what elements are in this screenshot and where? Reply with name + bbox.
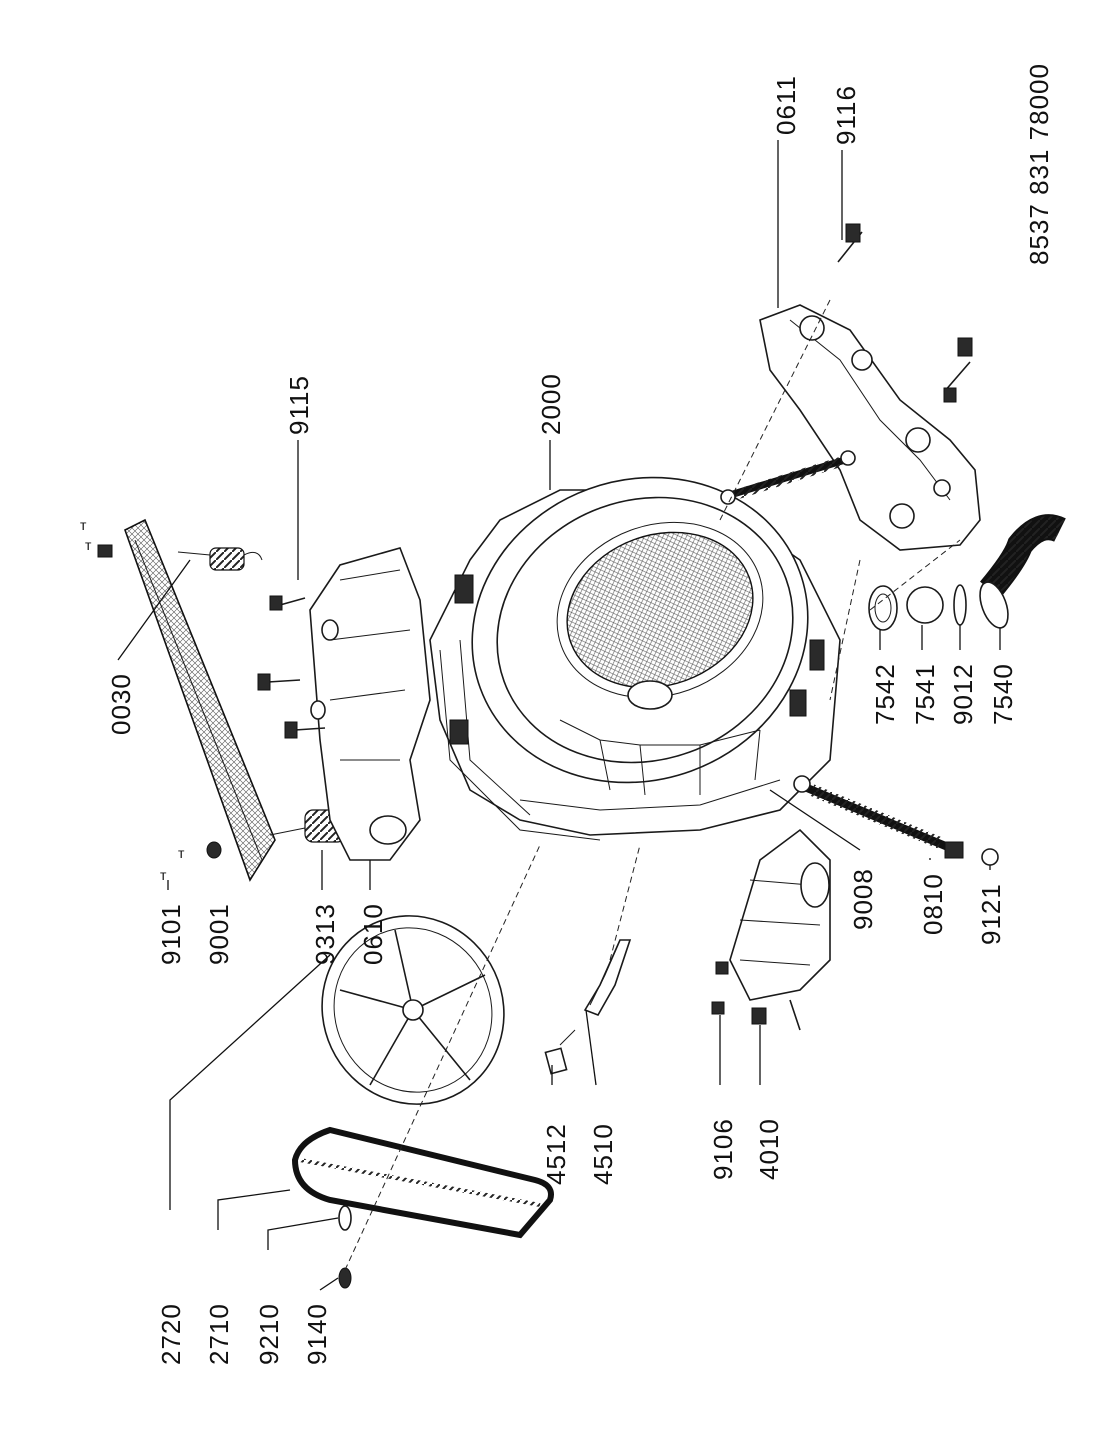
leader-lines: [117, 140, 1001, 1291]
shock-absorber-drawing: [793, 775, 999, 866]
callout-0810: 0810: [918, 873, 948, 935]
callout-2000: 2000: [536, 373, 566, 435]
svg-text:т: т: [80, 517, 87, 533]
counterweight-drawing: [759, 304, 981, 551]
tub-assembly-drawing: [429, 476, 841, 841]
weight-bolts-drawing: [257, 595, 326, 739]
callout-0030: 0030: [106, 673, 136, 735]
pulley-drawing: [321, 915, 505, 1105]
callout-9313: 9313: [310, 903, 340, 965]
callout-2710: 2710: [204, 1303, 234, 1365]
callout-9210: 9210: [254, 1303, 284, 1365]
svg-text:т: т: [160, 867, 167, 883]
svg-text:т: т: [178, 845, 185, 861]
callout-labels: 0611 9116 9115 2000 0030 9101 9001 9313 …: [106, 63, 1054, 1365]
callout-7540: 7540: [988, 663, 1018, 725]
callout-0610: 0610: [358, 903, 388, 965]
callout-9001: 9001: [204, 903, 234, 965]
callout-9012: 9012: [948, 663, 978, 725]
callout-9115: 9115: [284, 375, 314, 435]
belt-drawing: [291, 1126, 554, 1239]
assembly-lines: [344, 299, 961, 1271]
callout-7542: 7542: [870, 663, 900, 725]
upper-damper-drawing: [720, 450, 856, 505]
callout-4512: 4512: [541, 1123, 571, 1185]
callout-9106: 9106: [708, 1118, 738, 1180]
bolts-drawing: [837, 223, 973, 403]
callout-7541: 7541: [910, 663, 940, 725]
nuts-drawing: т т: [160, 841, 222, 883]
callout-9008: 9008: [848, 868, 878, 930]
callout-2720: 2720: [156, 1303, 186, 1365]
front-weight-drawing: [309, 547, 431, 861]
callout-9140: 9140: [302, 1303, 332, 1365]
callout-4010: 4010: [754, 1118, 784, 1180]
washer-nut-drawing: [338, 1205, 352, 1289]
callout-4510: 4510: [588, 1123, 618, 1185]
svg-text:т: т: [85, 537, 92, 553]
drain-hose-drawing: [868, 514, 1066, 631]
spring-bar-drawing: т т: [80, 517, 276, 882]
callout-0611: 0611: [771, 75, 801, 135]
motor-drawing: [711, 828, 831, 1031]
document-number: 8537 831 78000: [1024, 63, 1054, 265]
callout-9101: 9101: [156, 903, 186, 965]
callout-9121: 9121: [976, 883, 1006, 945]
heater-drawing: [544, 939, 632, 1075]
callout-9116: 9116: [831, 85, 861, 145]
